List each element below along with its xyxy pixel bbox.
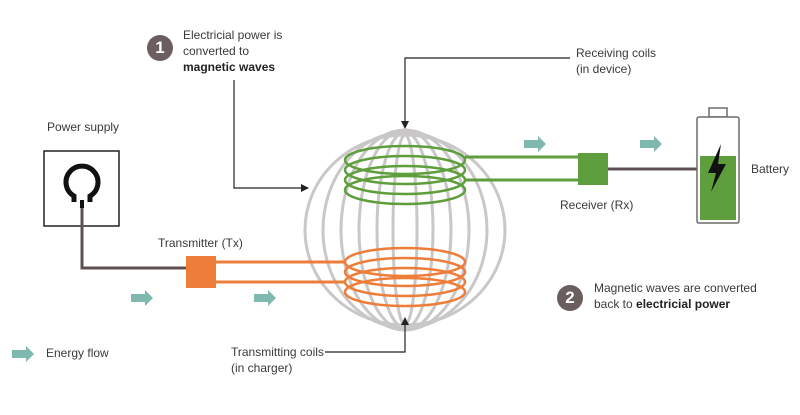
- step-1-line-1: Electricial power is: [183, 28, 283, 42]
- receiver-label: Receiver (Rx): [560, 198, 634, 212]
- step-2-line-2-bold: electricial power: [636, 297, 731, 311]
- transmitting-coils-label-1: Transmitting coils: [231, 345, 324, 359]
- step-1-badge: 1: [147, 35, 173, 61]
- step-2-badge: 2: [557, 285, 583, 311]
- lightning-bolt-icon: [708, 144, 726, 192]
- receiving-coils-label-1: Receiving coils: [576, 46, 657, 60]
- transmitting-coil: [343, 246, 467, 308]
- receiving-coils-label-2: (in device): [576, 62, 632, 76]
- energy-flow-legend-label: Energy flow: [46, 346, 109, 360]
- power-supply-label: Power supply: [47, 120, 120, 134]
- transmitter-box: [186, 256, 216, 288]
- battery-icon: [696, 107, 740, 224]
- step-2-line-1: Magnetic waves are converted: [594, 281, 757, 295]
- receiver-wires: [465, 155, 578, 182]
- step-2-line-2-prefix: back to: [594, 297, 637, 311]
- battery-label: Battery: [751, 162, 790, 176]
- transmitter-label: Transmitter (Tx): [158, 236, 243, 250]
- energy-flow-arrows: [12, 136, 662, 362]
- power-cable: [80, 208, 186, 270]
- receiver-box: [578, 153, 608, 185]
- transmitting-coils-label-2: (in charger): [231, 361, 293, 375]
- magnetic-field-lines: [303, 128, 507, 332]
- step-2-line-2: back to electricial power: [594, 297, 730, 312]
- callout-lines: [233, 57, 570, 353]
- step-1-line-2: converted to: [183, 44, 250, 58]
- legend-arrow-icon: [12, 346, 34, 362]
- transmitter-wires: [216, 260, 346, 284]
- step-1-line-3: magnetic waves: [183, 60, 276, 74]
